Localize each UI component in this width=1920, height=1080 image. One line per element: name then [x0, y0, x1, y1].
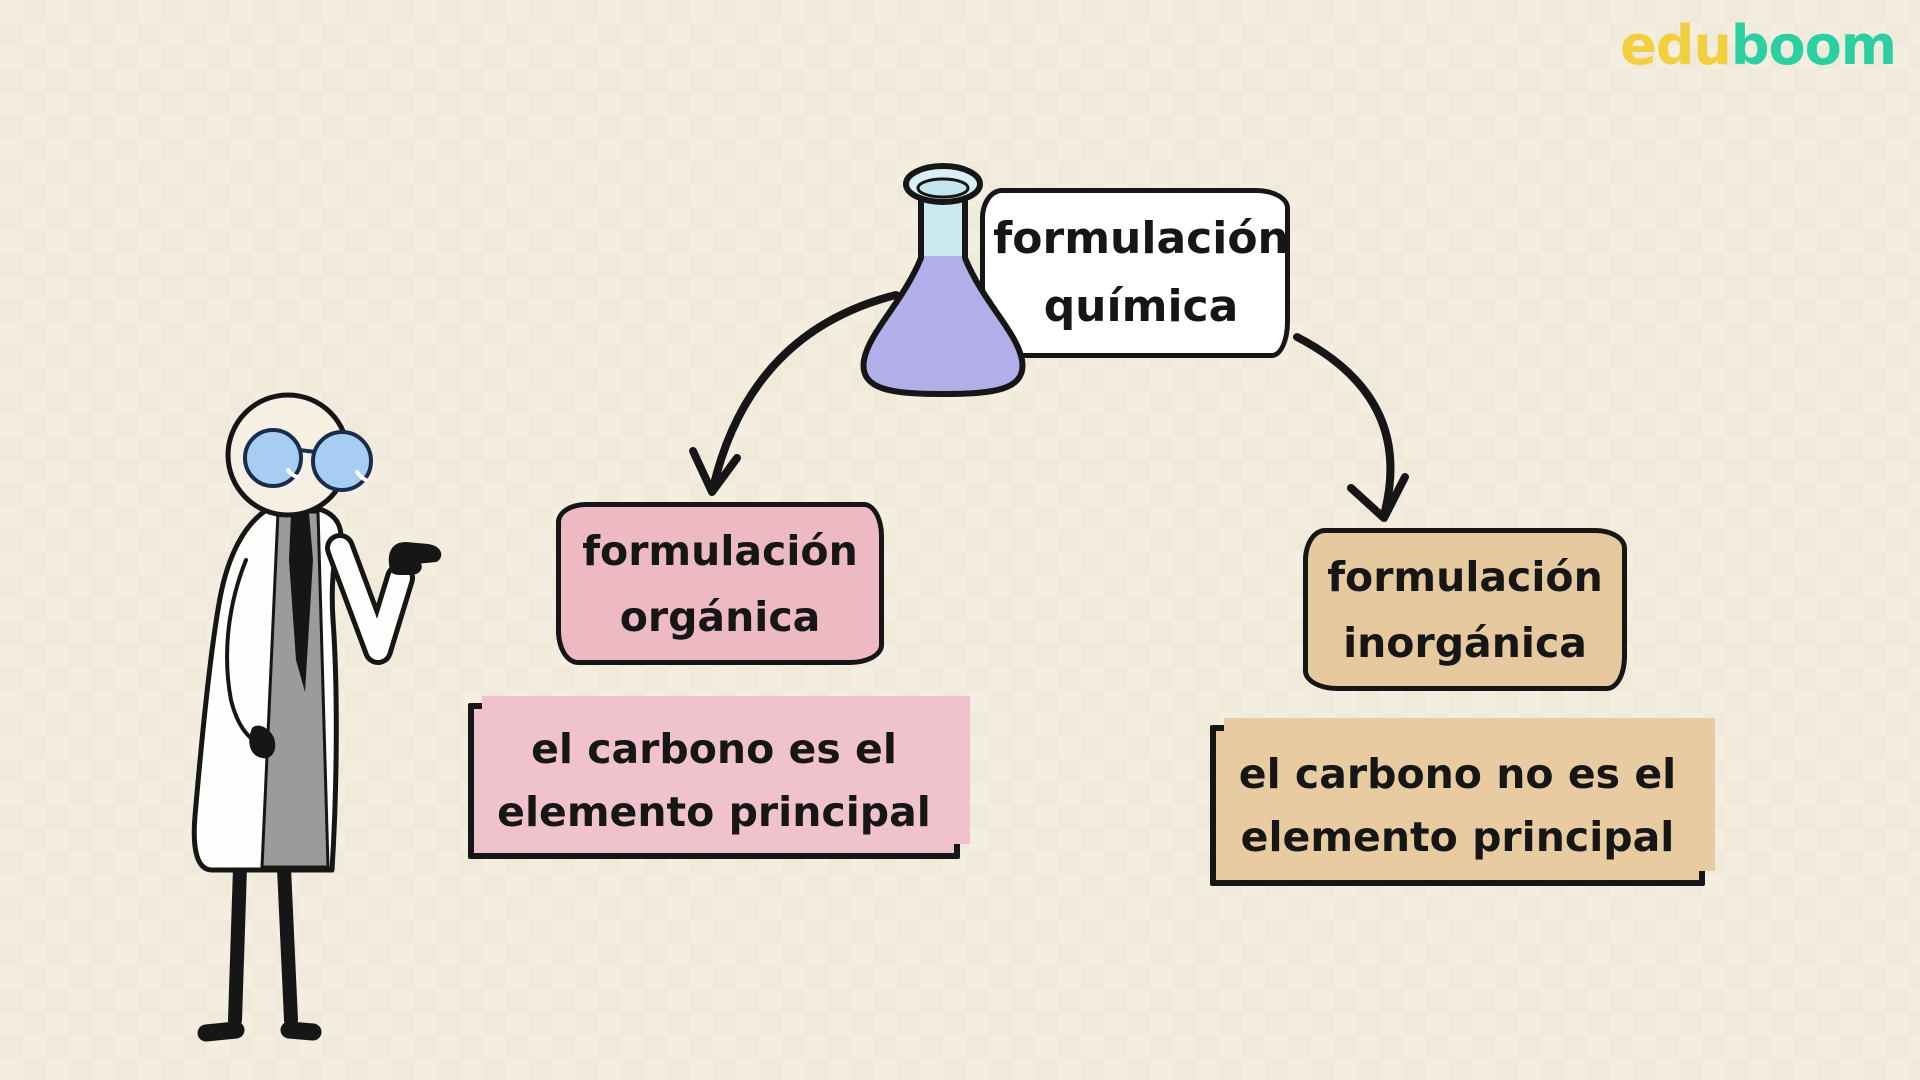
- inorganic-desc-line2: elemento principal: [1240, 812, 1675, 861]
- pointing-arm: [325, 533, 415, 665]
- glasses-icon: [243, 428, 373, 492]
- organic-description-box: el carbono es el elemento principal: [468, 696, 970, 859]
- inorganic-label-box: formulación inorgánica: [1303, 528, 1627, 691]
- erlenmeyer-flask-icon: [860, 163, 1026, 397]
- legs: [197, 861, 322, 1042]
- inorganic-label-line1: formulación: [1327, 552, 1603, 601]
- pocket-hand: [249, 725, 276, 759]
- arrow-left-icon: [689, 291, 900, 496]
- eduboom-logo: eduboom: [1620, 14, 1897, 77]
- logo-part-edu: edu: [1620, 14, 1732, 77]
- arrow-right-icon: [1293, 333, 1409, 522]
- inorganic-desc-line1: el carbono no es el: [1238, 749, 1677, 798]
- root-node-line1: formulación: [993, 213, 1289, 264]
- root-node-line2: química: [1043, 281, 1239, 332]
- inorganic-description-box: el carbono no es el elemento principal: [1210, 718, 1715, 886]
- tie: [289, 513, 313, 692]
- inorganic-label-line2: inorgánica: [1343, 618, 1587, 667]
- scientist-pointing: [191, 392, 442, 1042]
- glove-hand: [388, 542, 442, 575]
- root-node-box: formulación química: [980, 188, 1290, 358]
- organic-desc-line2: elemento principal: [497, 788, 931, 836]
- organic-label-line1: formulación: [582, 526, 858, 575]
- organic-label-box: formulación orgánica: [556, 502, 884, 665]
- organic-label-line2: orgánica: [619, 592, 821, 641]
- logo-part-boom: boom: [1730, 14, 1897, 77]
- organic-desc-line1: el carbono es el: [531, 725, 897, 773]
